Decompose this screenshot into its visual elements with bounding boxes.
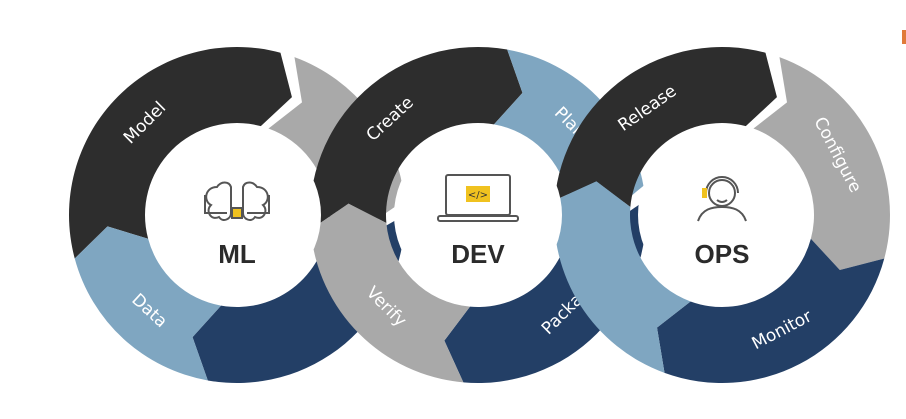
hub-label-dev: DEV [451,239,505,269]
cycle-segment-light [554,181,691,373]
cycle-segment-configure [753,57,890,270]
hub-circle [638,131,806,299]
cycle-segment-create [310,46,523,230]
cycle-segment-release [554,46,777,207]
cycle-segment-verify [310,203,470,383]
cycle-segment-monitor [657,238,885,384]
brain-chip-icon [204,181,270,221]
support-agent-icon [697,176,747,222]
corner-mark [902,30,906,44]
cycle-segment-model [69,46,292,259]
cycle-segment-data [74,226,222,381]
hub-label-ml: ML [218,239,256,269]
svg-text:</>: </> [468,190,488,201]
hub-label-ops: OPS [695,239,750,269]
laptop-code-icon: </> [437,174,519,222]
